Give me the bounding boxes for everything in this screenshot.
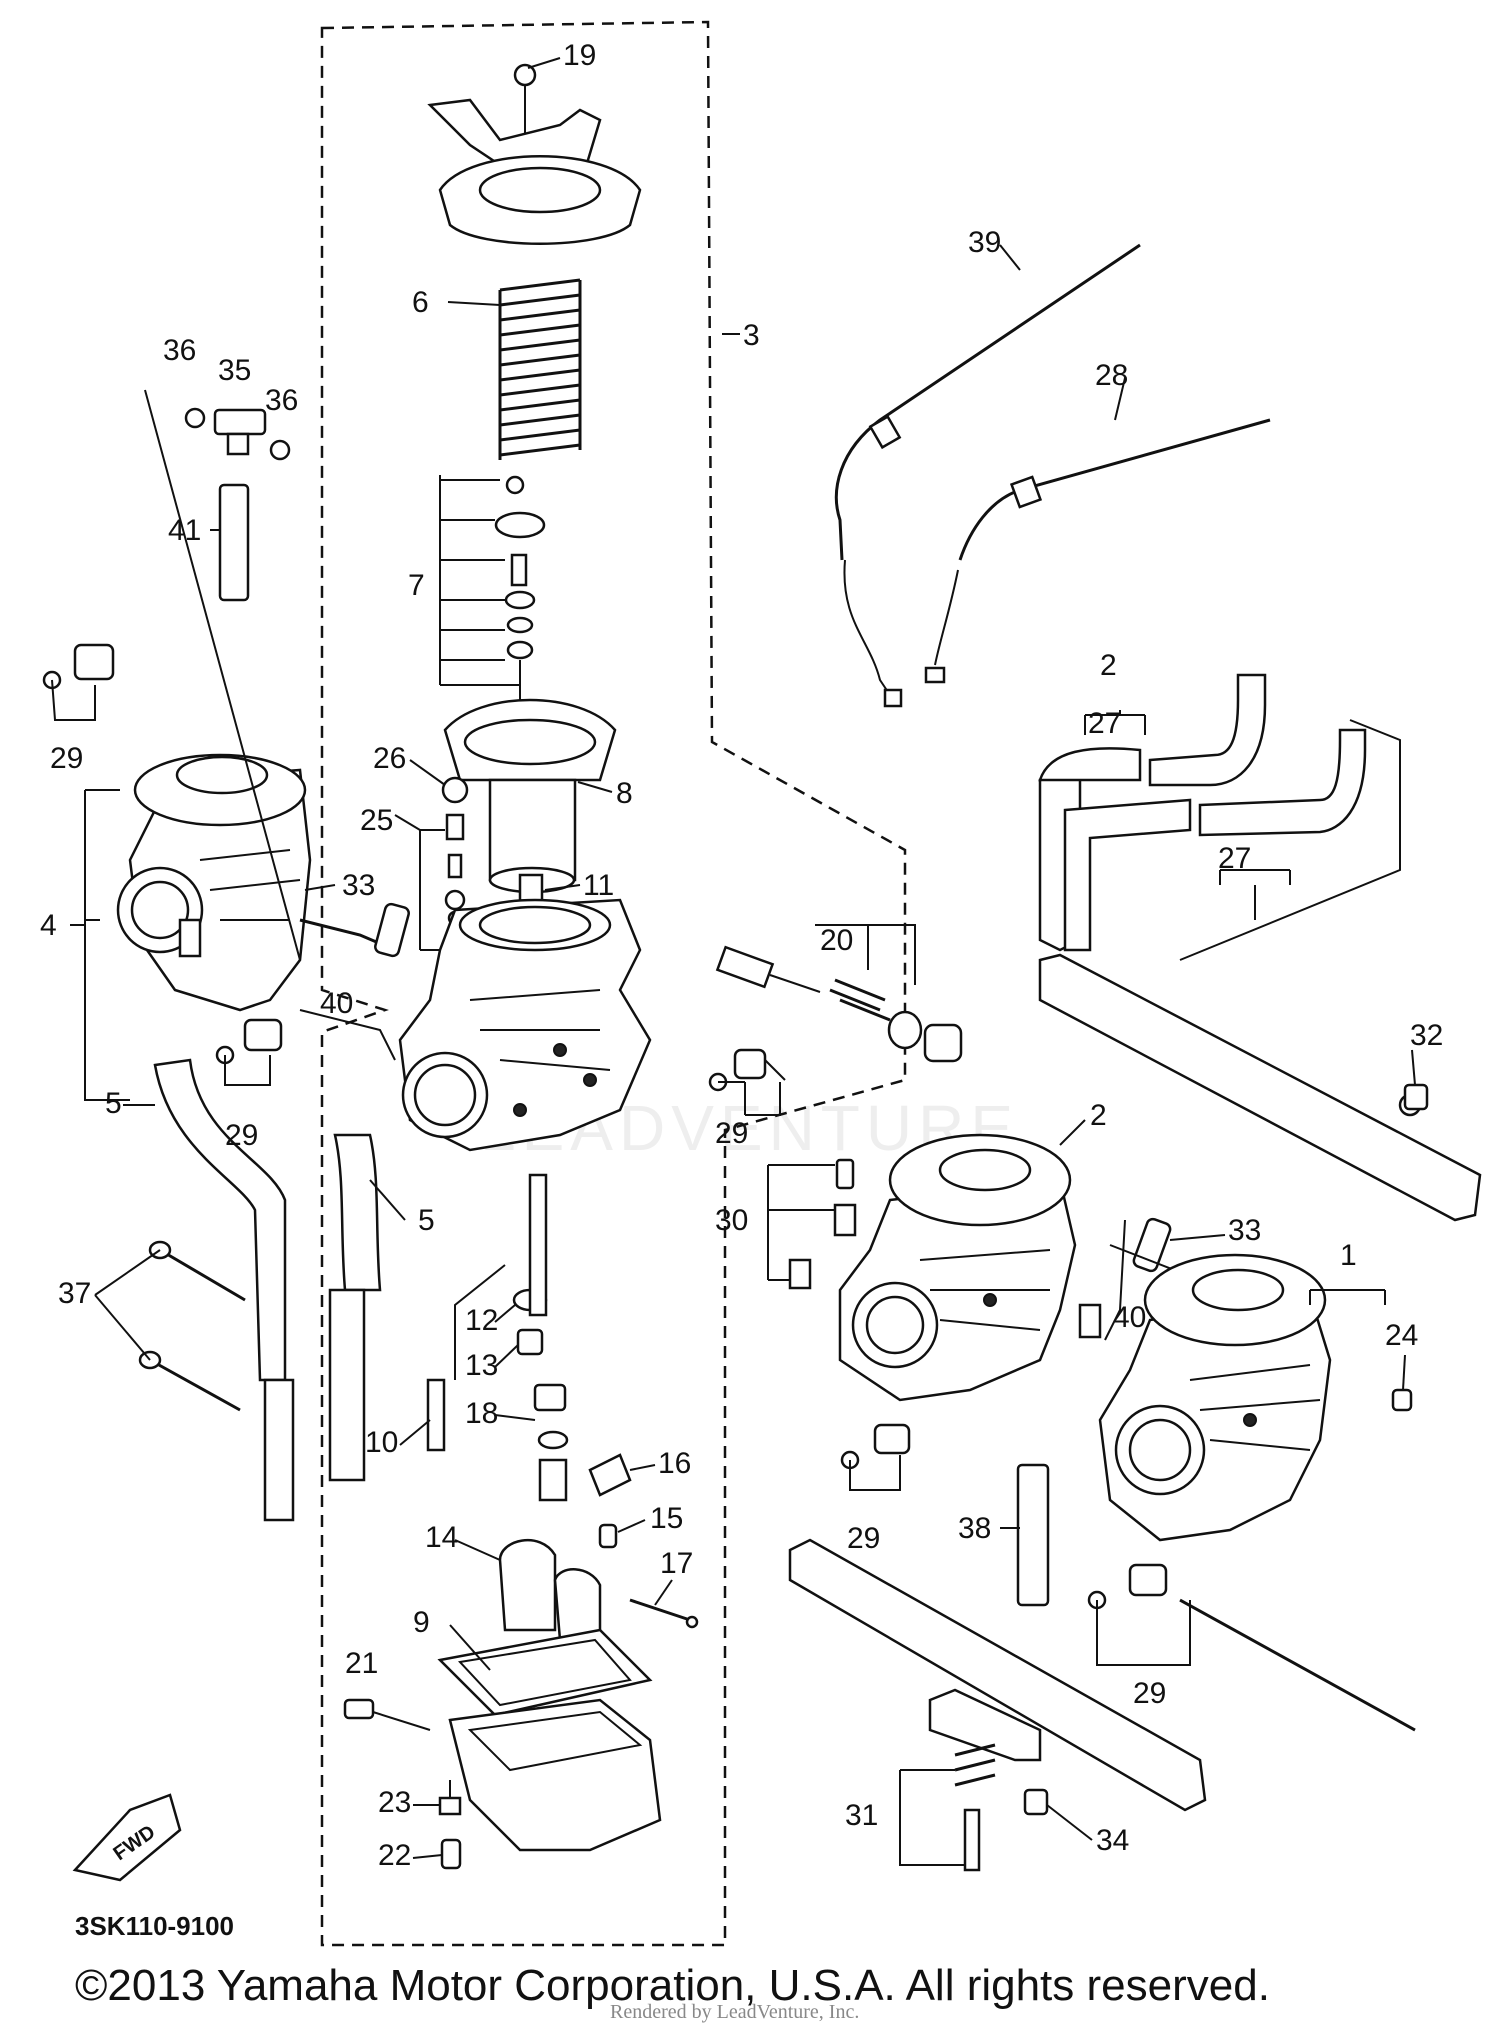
right-carburetors xyxy=(767,243,1482,1872)
callout-2: 2 xyxy=(1100,649,1117,682)
diagram-code: 3SK110-9100 xyxy=(75,1911,234,1941)
callout-40: 40 xyxy=(320,987,353,1020)
callout-17: 17 xyxy=(660,1547,693,1580)
callout-41: 41 xyxy=(168,514,201,547)
callout-30: 30 xyxy=(715,1204,748,1237)
callout-14: 14 xyxy=(425,1521,458,1554)
callout-29: 29 xyxy=(715,1117,748,1150)
callout-5: 5 xyxy=(105,1087,122,1120)
callout-27: 27 xyxy=(1218,842,1251,875)
callout-32: 32 xyxy=(1410,1019,1443,1052)
callout-35: 35 xyxy=(218,354,251,387)
callout-3: 3 xyxy=(743,319,760,352)
center-carburetor-assembly xyxy=(328,63,963,1870)
callout-26: 26 xyxy=(373,742,406,775)
assembly-boundary xyxy=(320,20,907,1947)
leader-lines xyxy=(70,57,1416,1859)
callout-22: 22 xyxy=(378,1839,411,1872)
callout-38: 38 xyxy=(958,1512,991,1545)
callout-29: 29 xyxy=(50,742,83,775)
callout-40: 40 xyxy=(1113,1301,1146,1334)
callout-19: 19 xyxy=(563,39,596,72)
callout-16: 16 xyxy=(658,1447,691,1480)
callout-31: 31 xyxy=(845,1799,878,1832)
callout-36: 36 xyxy=(163,334,196,367)
callout-25: 25 xyxy=(360,804,393,837)
callout-18: 18 xyxy=(465,1397,498,1430)
callout-7: 7 xyxy=(408,569,425,602)
callout-39: 39 xyxy=(968,226,1001,259)
callout-20: 20 xyxy=(820,924,853,957)
callout-33: 33 xyxy=(342,869,375,902)
callout-33: 33 xyxy=(1228,1214,1261,1247)
callout-11: 11 xyxy=(583,869,614,902)
callout-9: 9 xyxy=(413,1606,430,1639)
spring-part-6 xyxy=(498,278,582,460)
callout-1: 1 xyxy=(1340,1239,1357,1272)
callout-29: 29 xyxy=(847,1522,880,1555)
callout-27: 27 xyxy=(1088,707,1121,740)
hose-part-40 xyxy=(299,1009,396,1061)
callout-29: 29 xyxy=(225,1119,258,1152)
callout-13: 13 xyxy=(465,1349,498,1382)
callout-23: 23 xyxy=(378,1786,411,1819)
callout-8: 8 xyxy=(616,777,633,810)
copyright-notice: ©2013 Yamaha Motor Corporation, U.S.A. A… xyxy=(75,1961,1270,2010)
callout-12: 12 xyxy=(465,1304,498,1337)
callout-36: 36 xyxy=(265,384,298,417)
callout-34: 34 xyxy=(1096,1824,1129,1857)
callout-15: 15 xyxy=(650,1502,683,1535)
callout-37: 37 xyxy=(58,1277,91,1310)
callout-6: 6 xyxy=(412,286,429,319)
callout-2: 2 xyxy=(1090,1099,1107,1132)
callout-10: 10 xyxy=(365,1426,398,1459)
left-carburetor xyxy=(42,389,410,1522)
callout-5: 5 xyxy=(418,1204,435,1237)
callout-24: 24 xyxy=(1385,1319,1418,1352)
render-watermark: Rendered by LeadVenture, Inc. xyxy=(610,2001,859,2023)
forward-arrow: FWD xyxy=(72,1793,182,1882)
callout-labels: 1 2 2 3 4 5 5 6 7 8 9 10 11 12 13 14 15 … xyxy=(40,39,1443,1872)
callout-4: 4 xyxy=(40,909,57,942)
callout-29: 29 xyxy=(1133,1677,1166,1710)
callout-21: 21 xyxy=(345,1647,378,1680)
